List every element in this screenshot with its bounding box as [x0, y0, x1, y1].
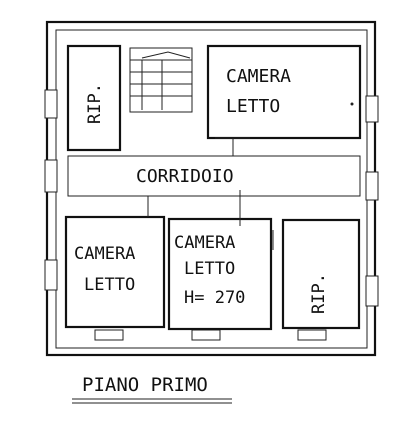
windows [44, 89, 379, 341]
room-camera-letto-top: CAMERA LETTO [206, 44, 362, 140]
room-camera-letto-bottom-left: CAMERA LETTO [64, 215, 166, 329]
room-rip-left: RIP. [66, 44, 122, 152]
room-camera-letto-top-line1: CAMERA [226, 66, 291, 87]
room-rip-right: RIP. [281, 218, 361, 330]
room-camera-letto-bottom-mid-height: H= 270 [184, 288, 245, 308]
corridor-label: CORRIDOIO [136, 166, 234, 187]
staircase [129, 47, 193, 113]
room-rip-right-label: RIP. [309, 273, 329, 314]
room-camera-letto-bottom-mid-line1: CAMERA [174, 233, 235, 253]
room-rip-left-label: RIP. [85, 83, 105, 124]
door-marks [147, 102, 354, 250]
room-camera-letto-bottom-left-line1: CAMERA [74, 244, 135, 264]
room-camera-letto-bottom-left-line2: LETTO [84, 275, 135, 295]
caption-underline [72, 398, 232, 404]
room-camera-letto-bottom-mid: CAMERA LETTO H= 270 [167, 217, 273, 331]
plan-caption: PIANO PRIMO [82, 374, 208, 396]
room-camera-letto-bottom-mid-line2: LETTO [184, 259, 235, 279]
room-camera-letto-top-line2: LETTO [226, 96, 280, 117]
corridor: CORRIDOIO [67, 155, 361, 197]
